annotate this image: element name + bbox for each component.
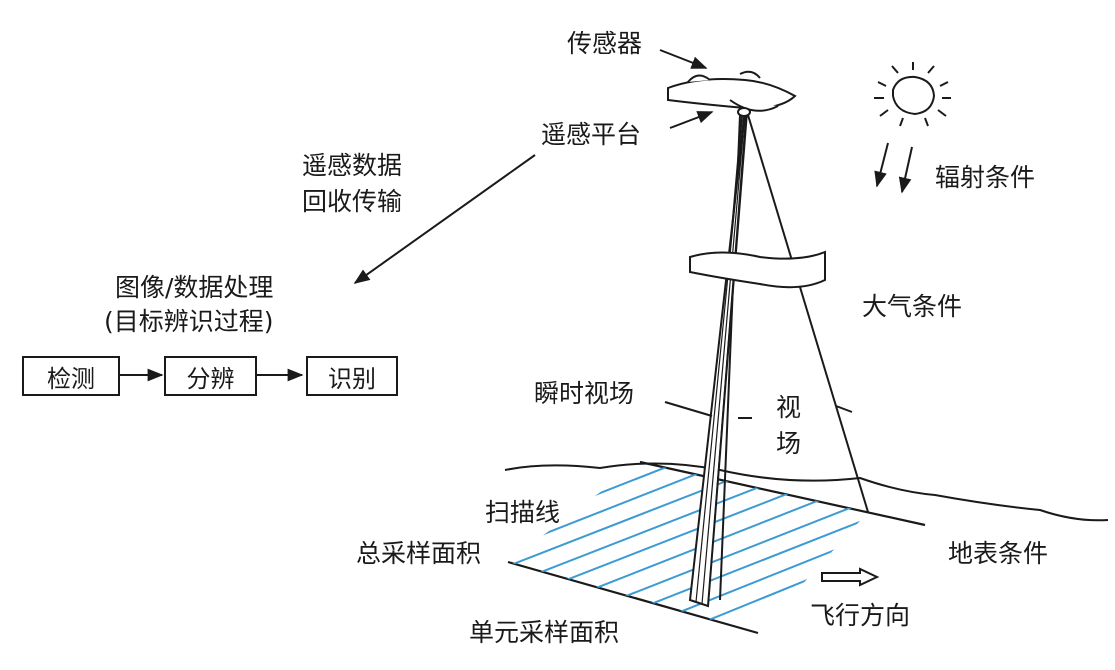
ground-line — [504, 462, 1109, 522]
pointer-arrows — [659, 49, 714, 129]
atmosphere-band — [689, 250, 826, 289]
flow-step-distinguish: 分辨 — [164, 356, 257, 396]
transmission-arrow — [353, 154, 536, 284]
label-radiation: 辐射条件 — [935, 163, 1036, 192]
label-fov-1: 视 — [776, 393, 802, 422]
flow-step-detect: 检测 — [22, 356, 120, 396]
label-platform: 遥感平台 — [541, 120, 642, 149]
label-surface: 地表条件 — [948, 539, 1049, 568]
label-total-area: 总采样面积 — [356, 539, 482, 568]
label-sensor: 传感器 — [567, 29, 643, 58]
flight-direction-arrow — [821, 567, 880, 587]
label-transmission-2: 回收传输 — [302, 187, 403, 216]
sun-icon — [874, 62, 951, 127]
label-transmission-1: 遥感数据 — [302, 151, 403, 180]
label-atmosphere: 大气条件 — [862, 292, 963, 321]
aircraft-sensor — [667, 70, 797, 117]
label-scan-line: 扫描线 — [485, 498, 561, 527]
sampling-area — [507, 460, 926, 635]
label-processing-1: 图像/数据处理 — [115, 273, 274, 302]
label-flight-direction: 飞行方向 — [810, 601, 911, 630]
label-processing-2: (目标辨识过程) — [104, 307, 274, 336]
label-fov-2: 场 — [776, 429, 802, 458]
label-unit-area: 单元采样面积 — [469, 618, 620, 647]
flow-step-identify: 识别 — [306, 356, 398, 396]
radiation-arrows — [874, 142, 913, 194]
label-ifov: 瞬时视场 — [534, 379, 635, 408]
fov-ticks — [664, 401, 853, 419]
